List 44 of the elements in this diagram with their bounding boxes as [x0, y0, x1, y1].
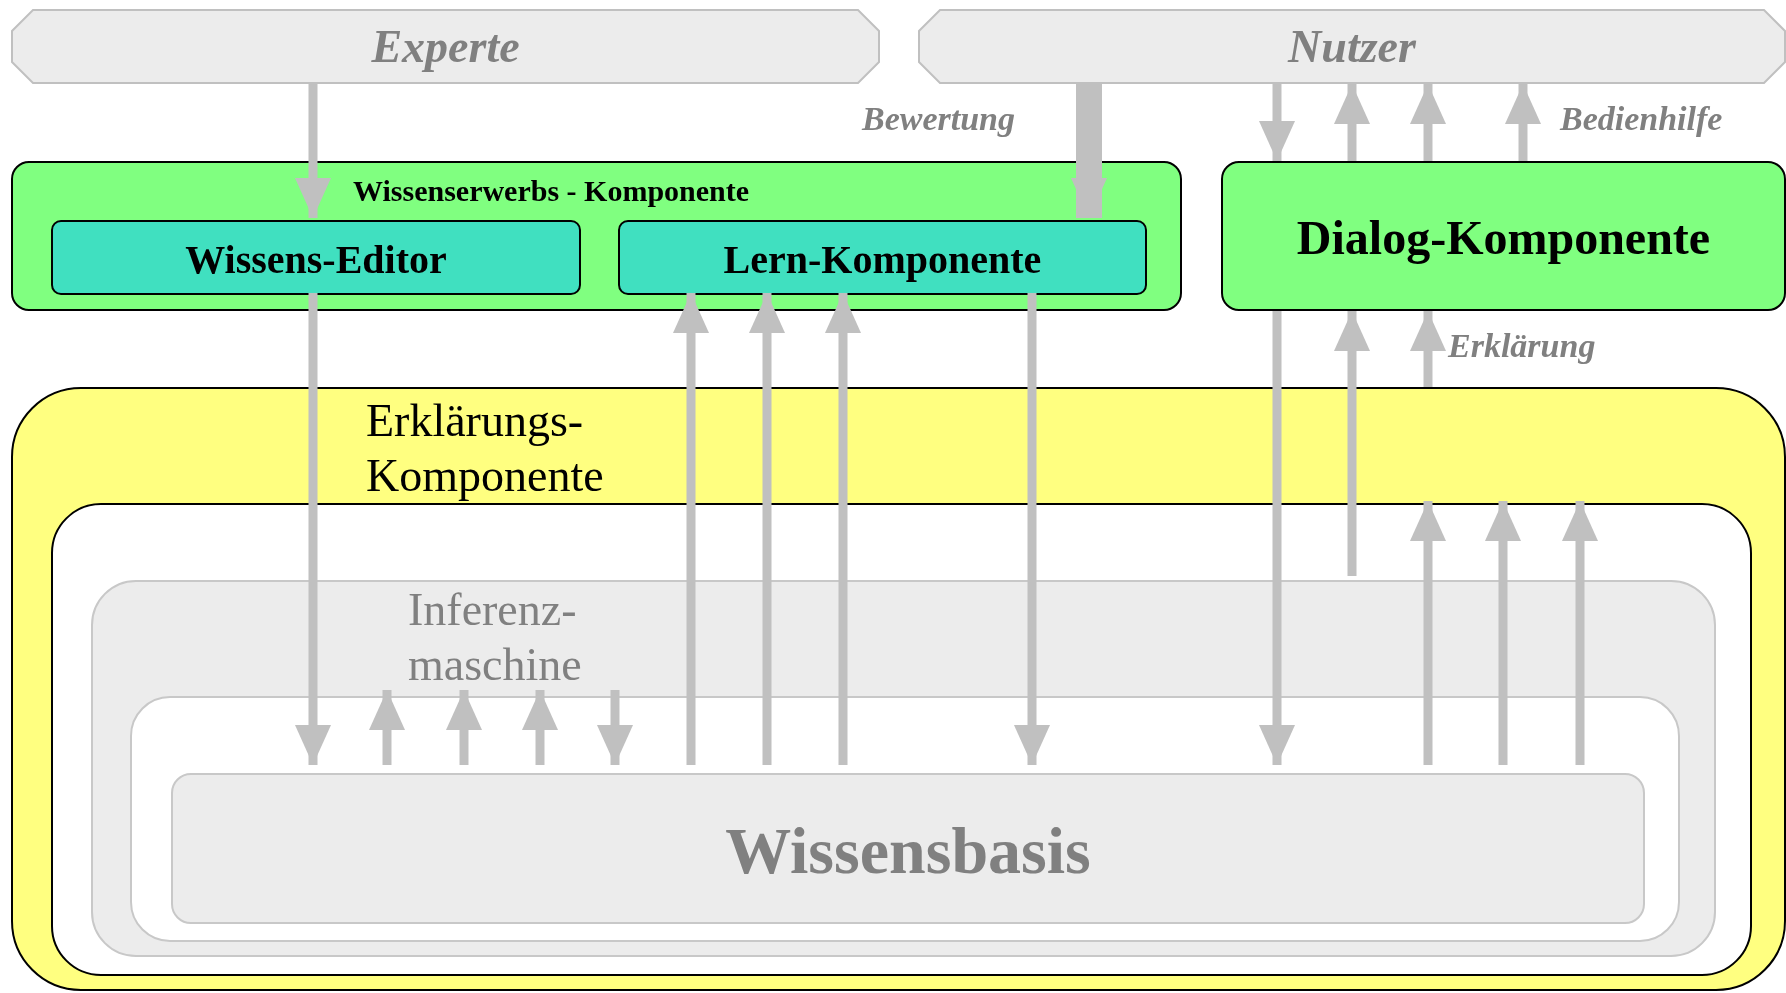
arrow: [1410, 501, 1446, 765]
component-box: [618, 220, 1147, 295]
arrow: [1562, 501, 1598, 765]
arrow: [1485, 501, 1521, 765]
arrow: [1410, 84, 1446, 161]
inner-frame: [51, 503, 1752, 976]
arrow: [369, 690, 405, 765]
arrow: [673, 293, 709, 765]
component-box: [51, 220, 581, 295]
component-box: [1221, 161, 1786, 311]
arrow: [295, 84, 331, 218]
arrow: [1334, 84, 1370, 161]
component-label: Wissens-Editor: [184, 235, 448, 284]
arrow: [1410, 311, 1446, 387]
arrow: [1334, 311, 1370, 576]
role-label: Nutzer: [1286, 19, 1417, 74]
arrow: [1259, 311, 1295, 765]
component-label: Dialog-Komponente: [1295, 210, 1712, 267]
arrow: [597, 690, 633, 765]
edge-label: Bewertung: [862, 100, 1016, 138]
knowledge-base-box: [171, 773, 1645, 924]
arrow: [295, 293, 331, 765]
role-label: Experte: [370, 19, 521, 74]
arrow: [446, 690, 482, 765]
edge-label: Erklärung: [1448, 327, 1596, 365]
role-banner: [11, 9, 880, 84]
arrow: [1071, 84, 1107, 218]
component-label: Lern-Komponente: [722, 235, 1043, 284]
arrow: [1259, 84, 1295, 161]
component-label: Wissensbasis: [724, 812, 1092, 889]
role-banner: [918, 9, 1786, 84]
arrow: [749, 293, 785, 765]
component-panel: [91, 580, 1716, 957]
arrow: [1505, 84, 1541, 161]
edge-label: Bedienhilfe: [1560, 100, 1723, 138]
inner-frame: [130, 696, 1680, 942]
panel-title: Inferenz- maschine: [408, 583, 583, 693]
panel-title: Erklärungs- Komponente: [366, 394, 605, 504]
arrow: [825, 293, 861, 765]
panel-title: Wissenserwerbs - Komponente: [353, 173, 751, 209]
arrow: [522, 690, 558, 765]
component-panel: [11, 161, 1182, 311]
arrow: [1014, 293, 1050, 765]
component-panel: [11, 387, 1786, 991]
